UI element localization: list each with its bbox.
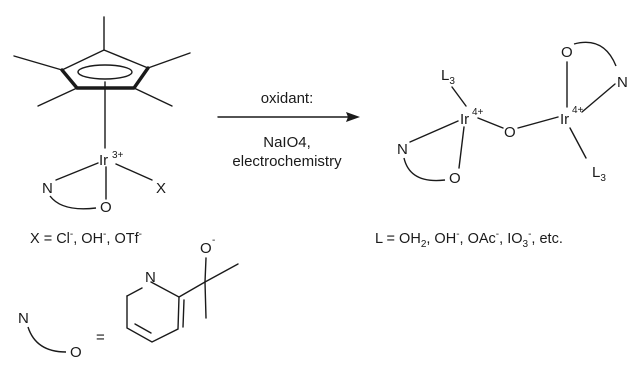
- reaction-arrow-head: [346, 112, 360, 122]
- l-caption: L = OH2, OH-, OAc-, IO3-, etc.: [375, 229, 563, 250]
- alkoxide-charge: -: [212, 235, 215, 246]
- chelate-legend: N O = N O -: [18, 235, 239, 361]
- x-ligand-left: X: [156, 180, 166, 197]
- ir-n-bond-right2: [581, 83, 616, 113]
- cp-star-ring: [13, 16, 191, 107]
- n-o-chelate-arc-left: [49, 195, 97, 210]
- bridging-oxo: O: [504, 124, 516, 141]
- l3-ir-bond-bottom: [569, 127, 587, 159]
- l3-ir-bond-top: [451, 86, 467, 107]
- ir-right2-charge: 4+: [572, 105, 584, 116]
- methyl-bond-2: [204, 281, 207, 319]
- o-atom-right: O: [449, 170, 461, 187]
- l3-ligand-top: L3: [441, 67, 455, 87]
- arrow-label-electrochemistry: electrochemistry: [232, 153, 342, 170]
- n-atom-left: N: [42, 180, 53, 197]
- n-atom-right: N: [397, 141, 408, 158]
- ir-obridge-bond-1: [477, 117, 504, 129]
- ir-left-charge: 3+: [112, 150, 124, 161]
- ring-to-cmethyl-bond: [178, 281, 206, 298]
- ir-o-bond-right: [458, 126, 465, 169]
- pyridine-n: N: [145, 269, 156, 286]
- legend-equals: =: [96, 329, 105, 346]
- o-atom-right2: O: [561, 44, 573, 61]
- alkoxide-o: O: [200, 240, 212, 257]
- methyl-bond-1: [204, 263, 239, 283]
- legend-chelate-arc: [27, 326, 67, 353]
- n-o-chelate-arc-right2: [573, 41, 617, 67]
- ir-right1-charge: 4+: [472, 107, 484, 118]
- c-o-bond: [204, 257, 207, 283]
- arrow-label-naio4: NaIO4,: [263, 134, 311, 151]
- n-o-chelate-arc-right: [403, 157, 446, 182]
- x-caption: X = Cl-, OH-, OTf-: [30, 229, 142, 247]
- o-atom-left: O: [100, 199, 112, 216]
- ir-x-bond: [115, 163, 153, 181]
- ir-right1-metal: Ir: [460, 111, 469, 128]
- ir-obridge-bond-2: [517, 116, 559, 129]
- ir-n-bond-left: [55, 162, 99, 181]
- l3-ligand-bottom: L3: [592, 164, 606, 184]
- legend-n-atom: N: [18, 310, 29, 327]
- ir-n-bond-right: [409, 120, 459, 143]
- ir-right2-metal: Ir: [560, 111, 569, 128]
- n-atom-right2: N: [617, 74, 628, 91]
- legend-o-atom: O: [70, 344, 82, 361]
- ir-left-metal: Ir: [99, 152, 108, 169]
- arrow-label-oxidant: oxidant:: [261, 90, 314, 107]
